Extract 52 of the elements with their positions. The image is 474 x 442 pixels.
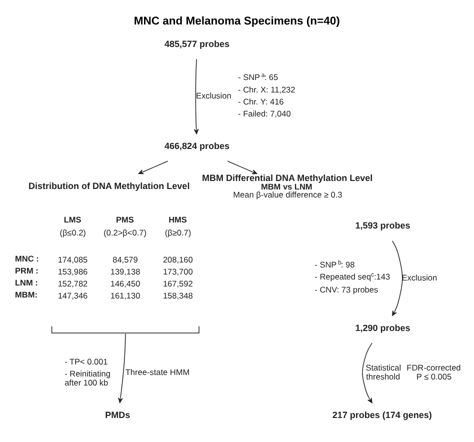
label: 174,085 xyxy=(57,254,88,264)
edge-label: Exclusion xyxy=(196,91,231,100)
label: HMS xyxy=(168,214,186,224)
node-bracket xyxy=(50,325,199,333)
edge-label: Statistical threshold xyxy=(365,362,401,381)
arrow xyxy=(138,160,168,174)
label: - Repeated seq$^{c}$:143 xyxy=(314,272,390,282)
edge-label: Three-state HMM xyxy=(124,367,190,376)
label: 152,782 xyxy=(57,278,88,288)
node-text: 485,577 probes xyxy=(164,38,230,48)
diagram-title: MNC and Melanoma Specimens (n=40) xyxy=(133,14,340,27)
label: PRM : xyxy=(14,266,38,276)
label: MBM: xyxy=(14,290,37,300)
node-text: Distribution of DNA Methylation Level xyxy=(28,180,190,190)
label: - Reinitiating after 100 kb xyxy=(64,368,110,387)
label: FDR-corrected P ≤ 0.005 xyxy=(406,362,460,381)
label: - CNV: 73 probes xyxy=(314,284,378,294)
label: 208,160 xyxy=(162,254,192,264)
node-text: 1,290 probes xyxy=(354,322,410,332)
label: 147,346 xyxy=(57,290,88,300)
node-text: 466,824 probes xyxy=(164,140,230,151)
label: 158,348 xyxy=(162,290,192,300)
label: - Chr. Y: 416 xyxy=(238,97,284,106)
label: - Failed: 7,040 xyxy=(238,109,290,118)
label: 167,592 xyxy=(162,278,192,288)
arrow xyxy=(392,240,402,316)
label: - TP< 0.001 xyxy=(64,356,108,366)
label: 146,450 xyxy=(110,278,140,288)
label: (0.2>β<0.7) xyxy=(103,228,146,237)
arrow xyxy=(193,58,198,134)
label: (β≥0.7) xyxy=(164,228,191,237)
label: - Chr. X: 11,232 xyxy=(238,85,295,94)
label: 161,130 xyxy=(110,290,140,300)
label: PMS xyxy=(116,214,134,224)
label: 153,986 xyxy=(57,266,88,276)
arrow xyxy=(118,332,126,402)
node-text: 1,593 probes xyxy=(354,220,410,230)
label: 84,579 xyxy=(112,254,138,264)
node-text: PMDs xyxy=(104,409,130,420)
label: - SNP$^{b}$: 98 xyxy=(314,260,354,270)
label: LNM : xyxy=(14,278,38,288)
edge-label: Exclusion xyxy=(401,272,437,282)
label: 173,700 xyxy=(162,266,192,276)
node-text: 217 probes (174 genes) xyxy=(332,409,432,420)
label: 139,138 xyxy=(110,266,140,276)
node-text: MBM Differential DNA Methylation Level MBM vs LNM Mean β-value difference ≥ 0.3 xyxy=(202,172,372,200)
arrow xyxy=(362,342,372,403)
label: - SNP$^{a}$: 65 xyxy=(238,72,278,82)
arrow xyxy=(226,160,257,174)
label: LMS xyxy=(63,214,81,224)
label: (β≤0.2) xyxy=(59,228,86,237)
label: MNC : xyxy=(14,254,38,264)
